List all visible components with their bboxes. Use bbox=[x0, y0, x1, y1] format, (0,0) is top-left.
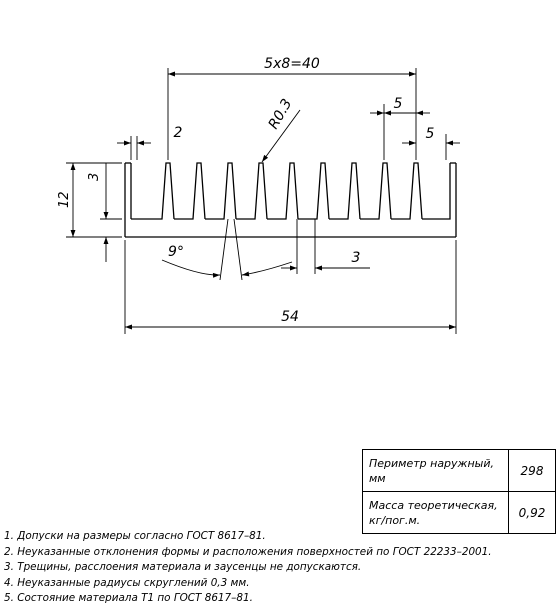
table-row: Периметр наружный, мм 298 bbox=[362, 449, 556, 492]
property-value: 0,92 bbox=[508, 491, 556, 534]
pitch-dimension-label: 5x8=40 bbox=[264, 56, 320, 72]
note-item: 1. Допуски на размеры согласно ГОСТ 8617… bbox=[4, 530, 266, 542]
total-width-dimension bbox=[124, 240, 457, 334]
note-item: 5. Состояние материала Т1 по ГОСТ 8617–8… bbox=[4, 592, 253, 605]
notes-list: 1. Допуски на размеры согласно ГОСТ 8617… bbox=[4, 529, 492, 607]
height-label: 12 bbox=[57, 191, 72, 208]
fin-gap-dimension bbox=[370, 104, 430, 160]
draft-angle-construction bbox=[161, 218, 293, 281]
note-item: 3. Трещины, расслоения материала и заусе… bbox=[4, 561, 362, 574]
draft-angle-label: 9° bbox=[168, 244, 184, 260]
end-gap-label: 5 bbox=[426, 126, 435, 142]
table-row: Масса теоретическая, кг/пог.м. 0,92 bbox=[362, 491, 556, 534]
radius-leader bbox=[261, 109, 301, 163]
fin-tip-label: 2 bbox=[174, 125, 183, 141]
height-dimension bbox=[66, 162, 122, 238]
note-item: 2. Неуказанные отклонения формы и распол… bbox=[4, 545, 492, 558]
profile-outline bbox=[124, 162, 457, 238]
note-item: 4. Неуказанные радиусы скруглений 0,3 мм… bbox=[4, 576, 250, 589]
base-thickness-label: 3 bbox=[87, 173, 102, 181]
total-width-label: 54 bbox=[281, 309, 299, 325]
fin-root-dimension bbox=[281, 219, 370, 274]
property-value: 298 bbox=[508, 449, 556, 492]
end-gap-dimension bbox=[402, 134, 460, 160]
property-label-line1: Периметр наружный, bbox=[369, 456, 494, 470]
fin-tip-dimension bbox=[117, 136, 151, 160]
property-label: Периметр наружный, мм bbox=[362, 449, 509, 492]
radius-label: R0.3 bbox=[266, 96, 296, 132]
fin-gap-label: 5 bbox=[394, 96, 403, 112]
property-label-line2: мм bbox=[369, 471, 386, 485]
fin-root-label: 3 bbox=[352, 250, 361, 266]
base-thickness-dimension bbox=[100, 163, 122, 262]
pitch-dimension bbox=[167, 68, 417, 160]
properties-table: Периметр наружный, мм 298 Масса теоретич… bbox=[362, 449, 556, 534]
property-label-line2: кг/пог.м. bbox=[369, 513, 421, 527]
property-label-line1: Масса теоретическая, bbox=[369, 498, 498, 512]
property-label: Масса теоретическая, кг/пог.м. bbox=[362, 491, 509, 534]
